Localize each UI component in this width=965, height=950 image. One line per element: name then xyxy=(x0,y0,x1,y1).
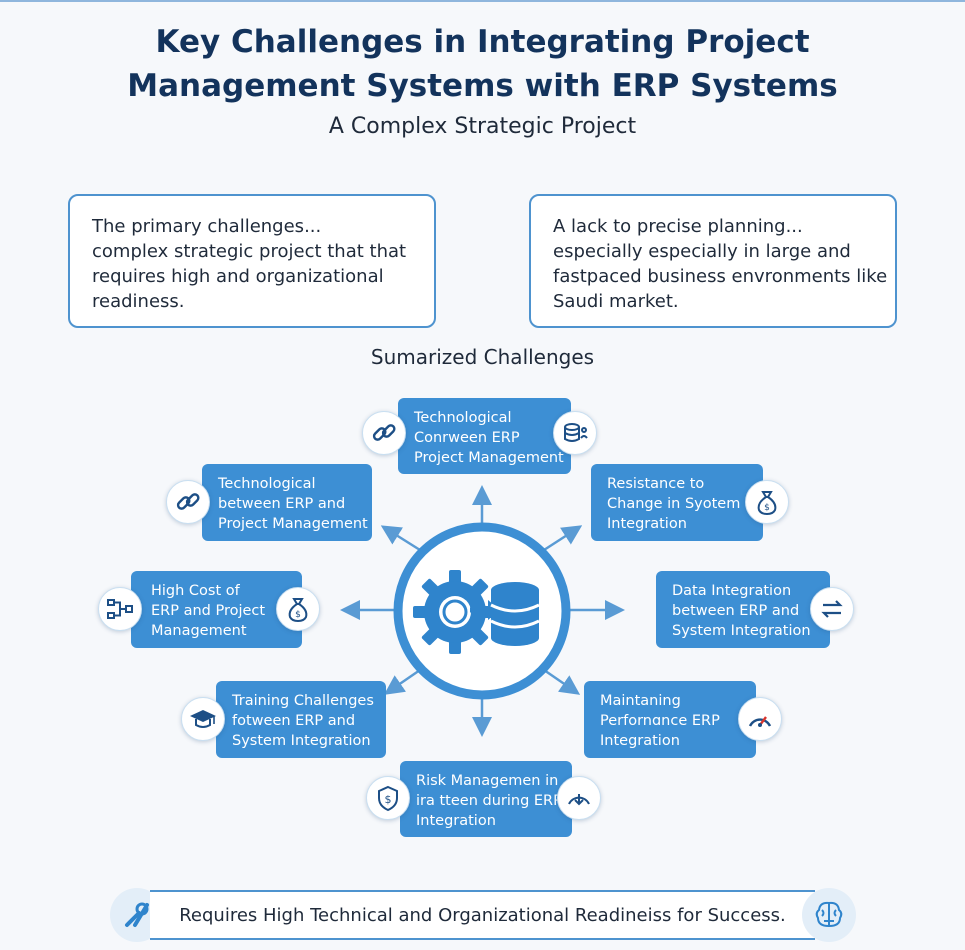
arrow-down-left xyxy=(383,668,421,695)
intro-left-line: The primary challenges... xyxy=(92,216,322,237)
page-subtitle: A Complex Strategic Project xyxy=(328,114,637,139)
node-line: Data Integration xyxy=(672,583,792,599)
intro-box-left: The primary challenges... complex strate… xyxy=(68,194,436,328)
challenge-node: Technological between ERP and Project Ma… xyxy=(202,464,372,541)
top-divider xyxy=(0,0,965,2)
node-line: Project Management xyxy=(414,450,564,466)
diagram-title: Sumarized Challenges xyxy=(370,345,595,369)
footer-text: Requires High Technical and Organization… xyxy=(179,904,786,926)
money-bag-icon: $ xyxy=(745,480,789,524)
arrow-up-left xyxy=(380,525,421,552)
svg-text:$: $ xyxy=(764,503,770,513)
node-line: ERP and Project xyxy=(151,603,266,619)
arrow-down-right xyxy=(543,668,581,695)
node-line: Resistance to xyxy=(607,476,705,492)
node-line: Training Challenges xyxy=(232,693,374,709)
intro-left-line: requires high and organizational xyxy=(92,266,384,287)
node-line: Conrween ERP xyxy=(414,430,520,446)
intro-box-right: A lack to precise planning... especially… xyxy=(529,194,897,328)
node-line: Integration xyxy=(416,813,496,829)
node-line: Technological xyxy=(218,476,316,492)
node-line: Maintaning xyxy=(600,693,681,709)
link-icon xyxy=(166,480,210,524)
node-line: Project Management xyxy=(218,516,368,532)
challenge-node: Risk Managemen in ira tteen during ERP I… xyxy=(400,761,572,837)
node-line: Management xyxy=(151,623,247,639)
brain-icon xyxy=(802,888,856,942)
node-line: Change in Syotem xyxy=(607,496,741,512)
node-line: High Cost of xyxy=(151,583,240,599)
intro-right-line: Saudi market. xyxy=(553,291,679,312)
footer-banner: Requires High Technical and Organization… xyxy=(150,890,815,940)
gauge-down-icon xyxy=(557,776,601,820)
link-icon xyxy=(362,411,406,455)
shield-dollar-icon: $ xyxy=(366,776,410,820)
node-line: between ERP and xyxy=(672,603,800,619)
node-line: ira tteen during ERP xyxy=(416,793,562,809)
challenge-node: High Cost of ERP and Project Management xyxy=(131,571,302,648)
challenge-node: Technological Conrween ERP Project Manag… xyxy=(398,398,571,474)
workflow-icon xyxy=(98,587,142,631)
arrow-up-right xyxy=(543,525,583,552)
challenge-node: Training Challenges fotween ERP and Syst… xyxy=(216,681,386,758)
graduation-cap-icon xyxy=(181,697,225,741)
node-line: Technological xyxy=(414,410,512,426)
challenge-node: Data Integration between ERP and System … xyxy=(656,571,830,648)
page-title-line-2: Management Systems with ERP Systems xyxy=(127,68,838,104)
challenge-node: Resistance to Change in Syotem Integrati… xyxy=(591,464,763,541)
node-line: System Integration xyxy=(672,623,811,639)
page-title-line-1: Key Challenges in Integrating Project xyxy=(155,24,810,60)
database-icon xyxy=(553,411,597,455)
exchange-icon xyxy=(810,587,854,631)
node-line: Integration xyxy=(600,733,680,749)
gauge-icon xyxy=(738,697,782,741)
challenge-node: Maintaning Perfornɑnce ERP Integration xyxy=(584,681,756,758)
svg-text:$: $ xyxy=(295,610,301,620)
intro-right-line: especially especially in large and xyxy=(553,241,851,262)
node-line: Integration xyxy=(607,516,687,532)
intro-right-line: fastpaced business envronments like xyxy=(553,266,888,287)
intro-left-line: readiness. xyxy=(92,291,185,312)
node-line: between ERP and xyxy=(218,496,346,512)
node-line: System Integration xyxy=(232,733,371,749)
node-line: Risk Managemen in xyxy=(416,773,559,789)
money-bag-icon: $ xyxy=(276,587,320,631)
node-line: fotween ERP and xyxy=(232,713,356,729)
node-line: Perfornɑnce ERP xyxy=(600,713,720,729)
database-icon xyxy=(490,582,540,646)
svg-text:$: $ xyxy=(385,793,392,806)
intro-left-line: complex strategic project that that xyxy=(92,241,407,262)
intro-right-line: A lack to precise planning... xyxy=(553,216,803,237)
